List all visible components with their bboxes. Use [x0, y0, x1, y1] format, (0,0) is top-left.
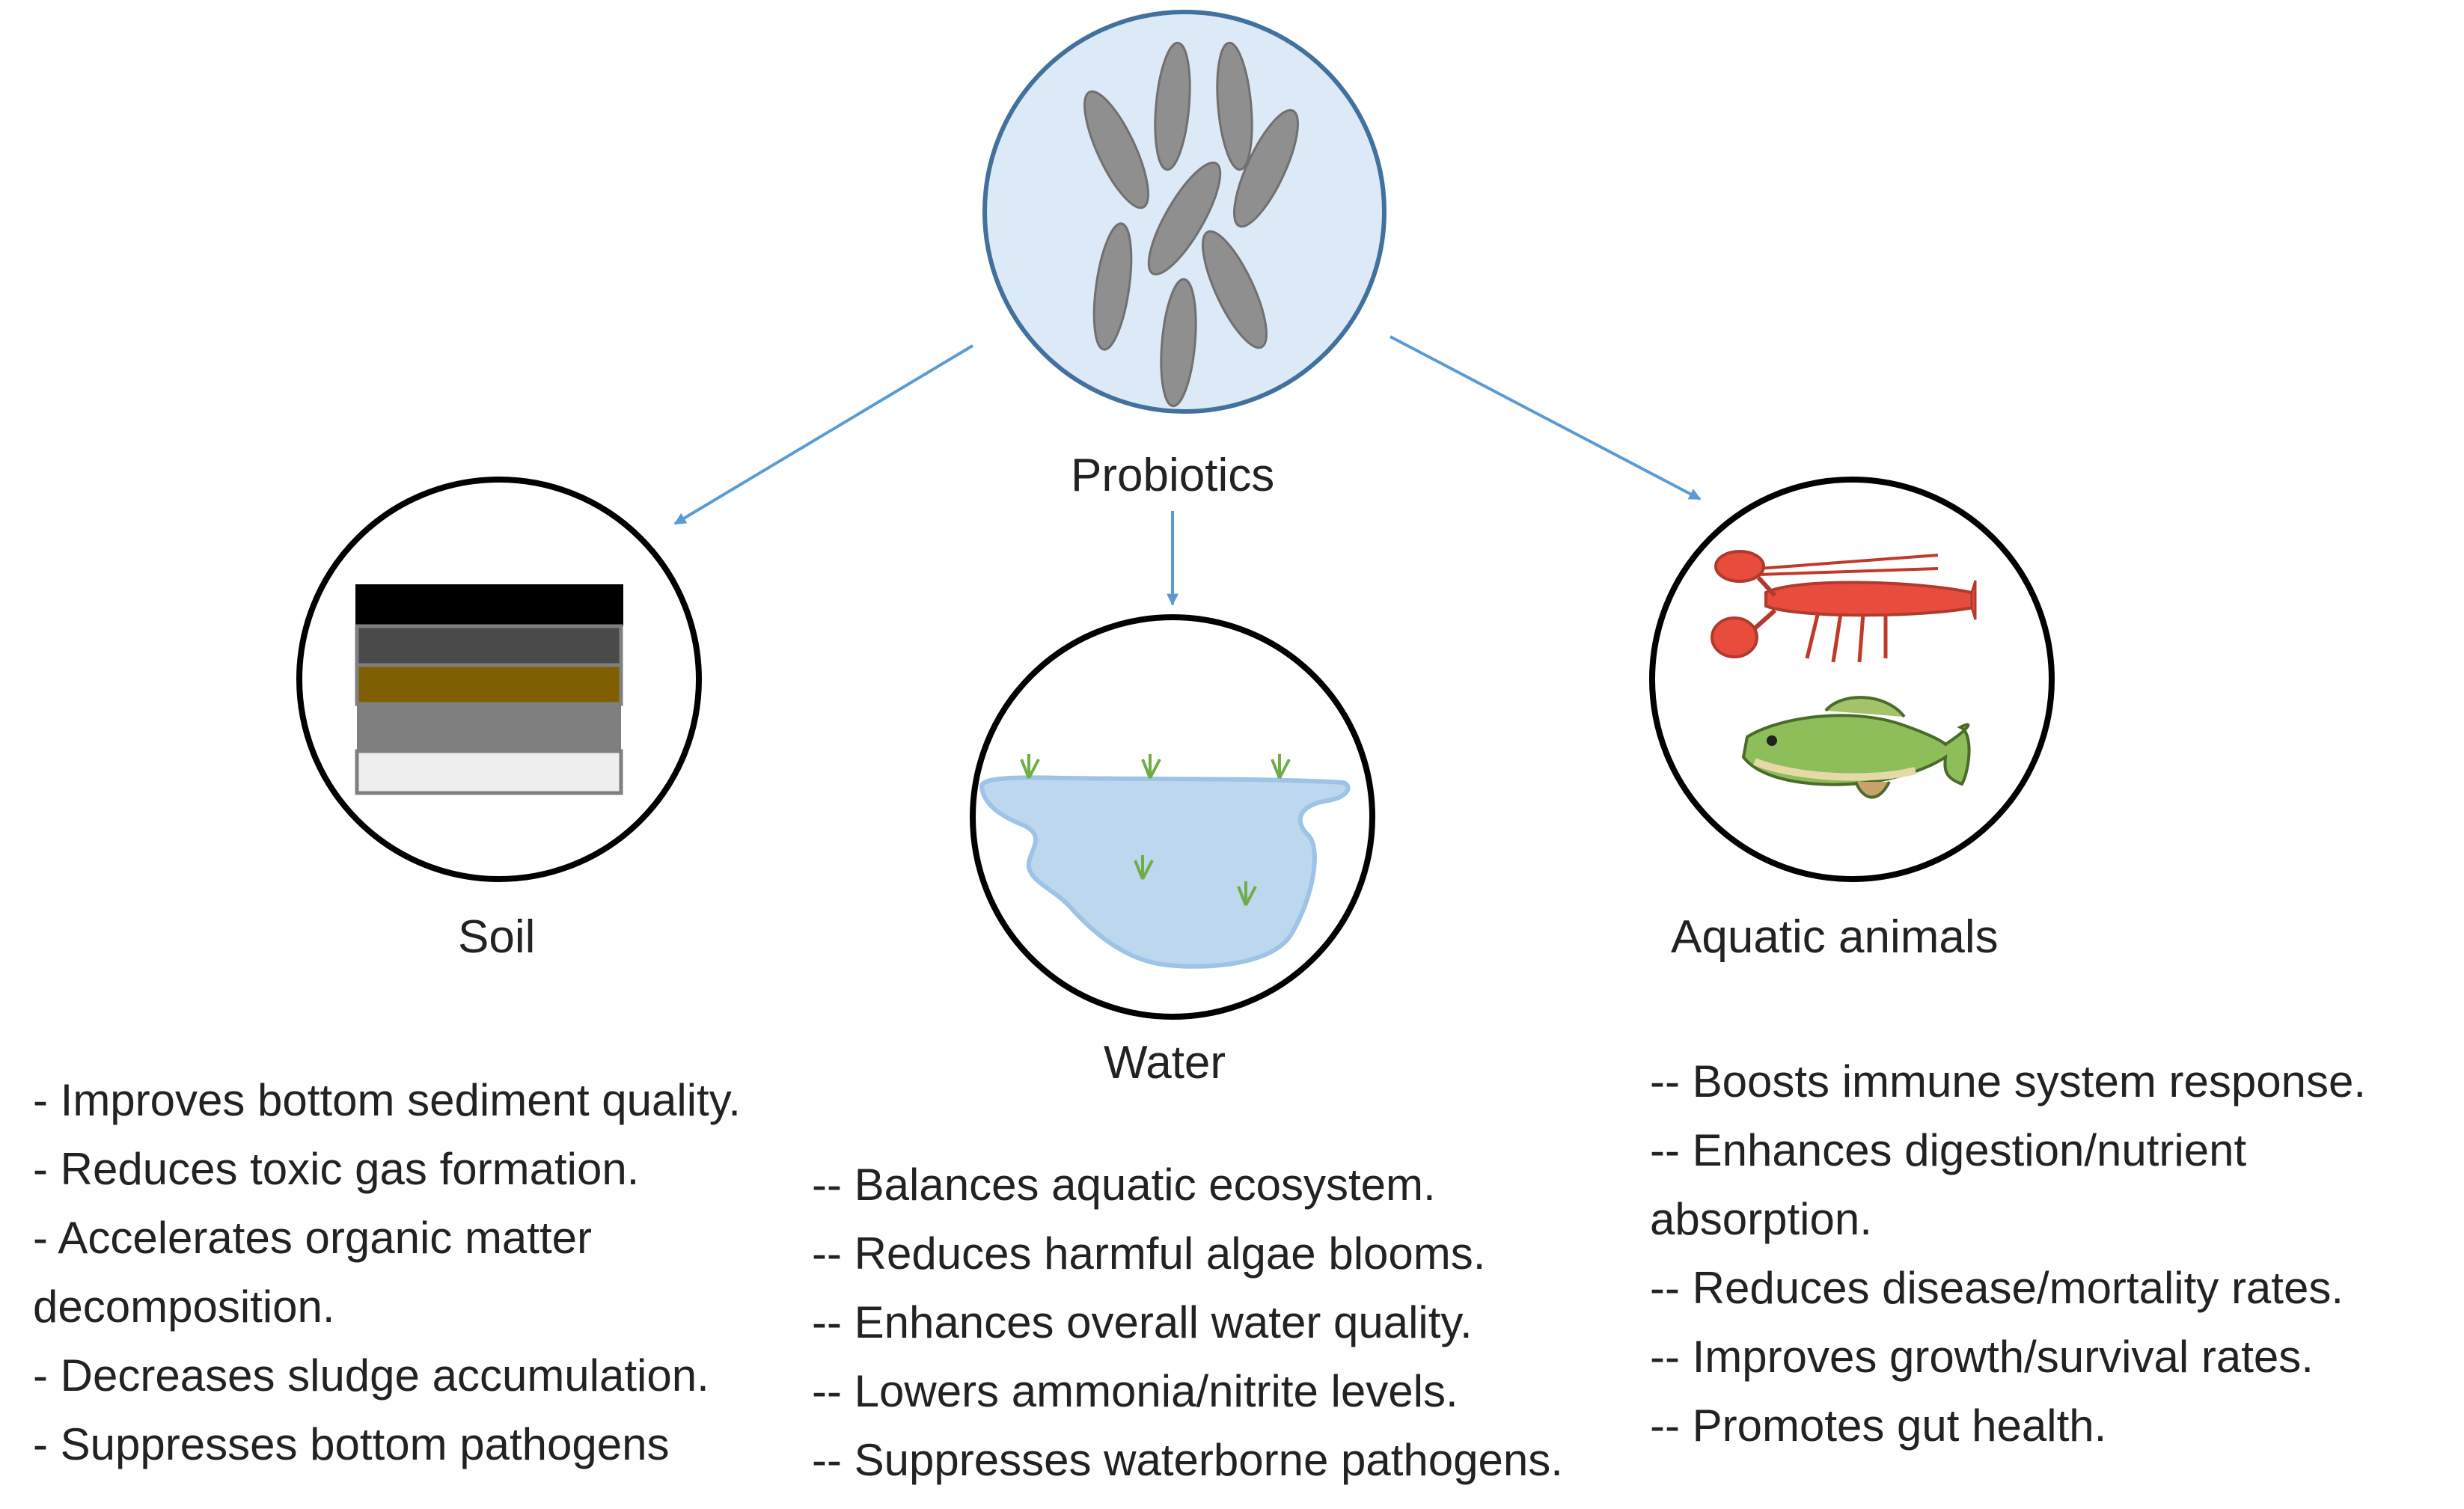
probiotics-node — [982, 10, 1387, 414]
list-item: decomposition. — [33, 1282, 335, 1332]
crayfish-icon — [1711, 550, 1977, 663]
bacteria-icon — [1083, 41, 1299, 408]
list-item: -- Suppresses waterborne pathogens. — [812, 1435, 1563, 1485]
arrow-to-animals — [1390, 335, 1702, 501]
soil-layers-icon — [355, 584, 623, 795]
list-item: - Decreases sludge accumulation. — [33, 1350, 709, 1401]
list-item: -- Enhances digestion/nutrient — [1650, 1125, 2247, 1175]
bass-fish-icon — [1741, 696, 1971, 799]
aquatic-animals-label: Aquatic animals — [1671, 911, 1999, 963]
water-label: Water — [1104, 1037, 1226, 1089]
list-item: -- Improves growth/survival rates. — [1650, 1332, 2314, 1382]
soil-benefits-list: - Improves bottom sediment quality. - Re… — [33, 1066, 741, 1479]
arrows — [673, 335, 1702, 606]
list-item: -- Lowers ammonia/nitrite levels. — [812, 1366, 1458, 1416]
list-item: -- Reduces disease/mortality rates. — [1650, 1263, 2344, 1313]
pond-icon — [979, 754, 1351, 969]
list-item: -- Boosts immune system response. — [1650, 1056, 2366, 1107]
list-item: -- Balances aquatic ecosystem. — [812, 1160, 1436, 1210]
list-item: - Accelerates organic matter — [33, 1213, 592, 1263]
water-benefits-list: -- Balances aquatic ecosystem. -- Reduce… — [812, 1151, 1563, 1495]
water-node — [970, 614, 1375, 1020]
crayfish-and-fish-icon — [1711, 550, 1977, 799]
list-item: -- Enhances overall water quality. — [812, 1297, 1473, 1347]
soil-label: Soil — [458, 911, 536, 963]
list-item: - Improves bottom sediment quality. — [33, 1075, 741, 1125]
list-item: - Reduces toxic gas formation. — [33, 1144, 640, 1194]
list-item: -- Reduces harmful algae blooms. — [812, 1228, 1486, 1279]
probiotics-label: Probiotics — [1071, 450, 1275, 501]
aquatic-animals-node — [1649, 477, 2055, 882]
list-item: -- Promotes gut health. — [1650, 1401, 2107, 1451]
list-item: absorption. — [1650, 1194, 1872, 1244]
soil-node — [296, 477, 702, 882]
list-item: - Suppresses bottom pathogens — [33, 1419, 670, 1469]
animals-benefits-list: -- Boosts immune system response. -- Enh… — [1650, 1047, 2366, 1460]
arrow-to-soil — [673, 344, 974, 525]
